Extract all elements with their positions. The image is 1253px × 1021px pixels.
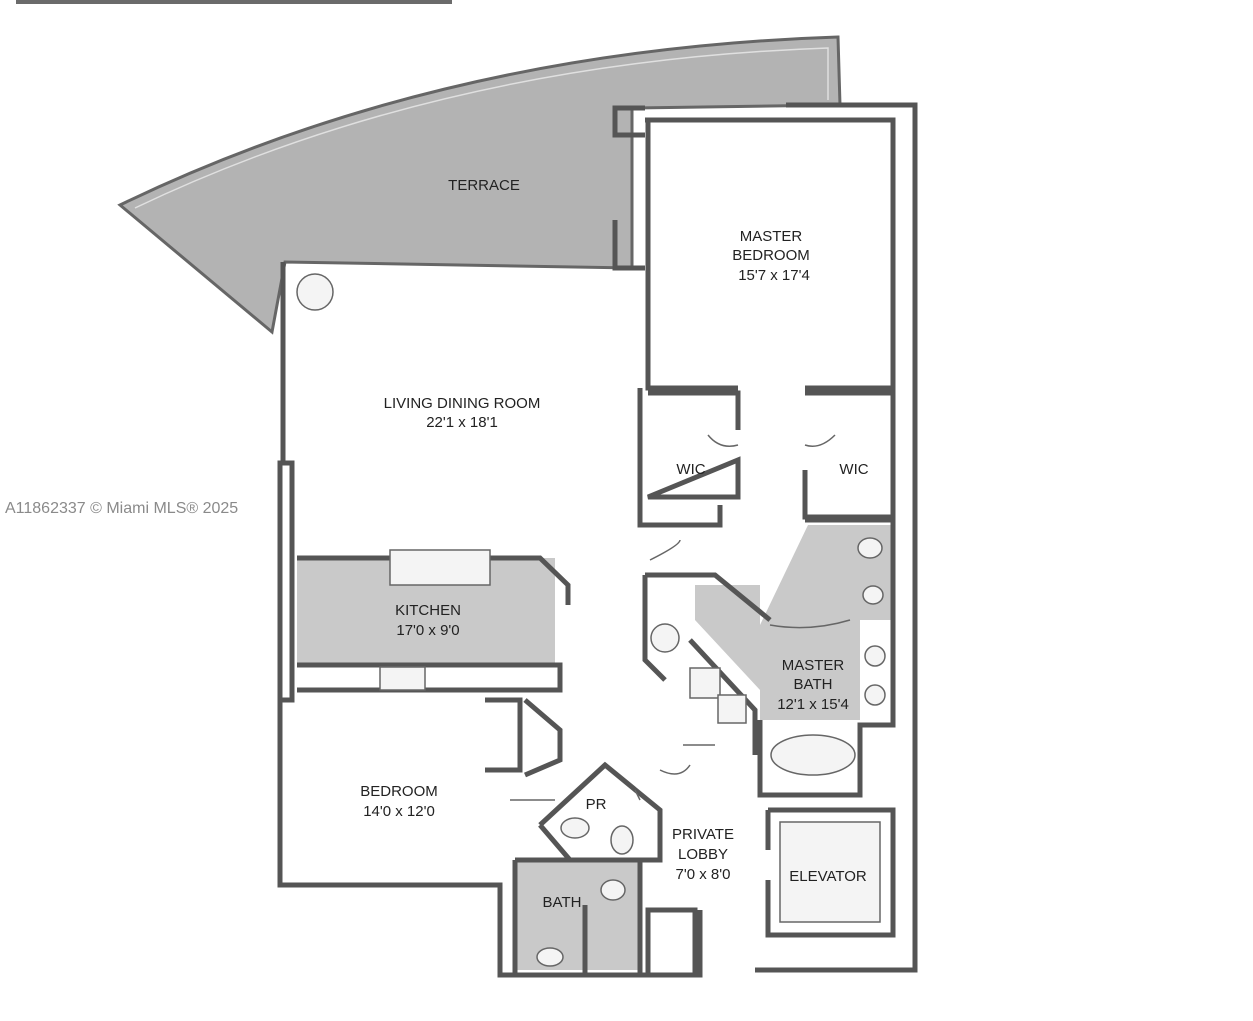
elevator-walls [765,807,896,938]
pr-toilet-icon [610,825,634,855]
wic-left-walls [637,388,741,528]
bathtub [770,734,856,776]
vanity-sink [650,623,680,653]
terrace-inner-outline [134,47,829,209]
room-dimensions-bedroom: 14'0 x 12'0 [363,803,435,820]
stove [379,666,426,691]
top-divider-bar [16,0,452,4]
master-toilet-icon [857,537,883,559]
bath-sink-icon [536,947,564,967]
room-dimensions-living-dining: 22'1 x 18'1 [426,414,498,431]
room-label-bedroom: BEDROOM [360,783,438,800]
room-label-master-bath: MASTER [782,657,845,674]
room-label-master-bedroom: MASTER [740,228,803,245]
room-label-kitchen: KITCHEN [395,602,461,619]
elevator-cab [779,821,881,923]
terrace-area [117,35,842,335]
bath-walls [512,857,643,975]
vanity-counter-1 [689,667,721,699]
master-sink-1 [864,645,886,667]
door-swings [510,434,851,801]
wic-right-walls [802,390,896,520]
master-bidet-icon [862,585,884,605]
room-label-wic-left: WIC [676,461,705,478]
master-bath-walls [642,517,896,798]
bath-floor [515,860,640,970]
room-label-private-lobby: PRIVATE [672,826,734,843]
room-label-master-bedroom: BEDROOM [732,247,810,264]
room-dimensions-master-bedroom: 15'7 x 17'4 [738,267,810,284]
kitchen-walls [297,555,571,778]
room-dimensions-master-bath: 12'1 x 15'4 [777,696,849,713]
kitchen-sink [389,549,491,586]
room-dimensions-kitchen: 17'0 x 9'0 [396,622,459,639]
watermark: A11862337 © Miami MLS® 2025 [5,500,239,517]
column-circle [296,273,334,311]
room-label-bath: BATH [543,894,582,911]
pr-sink-icon [560,817,590,839]
room-label-terrace: TERRACE [448,177,520,194]
room-label-master-bath: BATH [794,676,833,693]
room-label-wic-right: WIC [839,461,868,478]
vanity-counter-2 [717,694,747,724]
bath-toilet-icon [600,879,626,901]
room-label-pr: PR [586,796,607,813]
master-bedroom-walls [645,117,896,391]
lobby-closet-walls [645,907,698,978]
room-label-living-dining: LIVING DINING ROOM [384,395,541,412]
master-bath-floor [695,525,893,720]
room-label-elevator: ELEVATOR [789,868,867,885]
outer-wall [277,102,918,978]
room-label-private-lobby: LOBBY [678,846,728,863]
master-sink-2 [864,684,886,706]
room-dimensions-private-lobby: 7'0 x 8'0 [676,866,731,883]
